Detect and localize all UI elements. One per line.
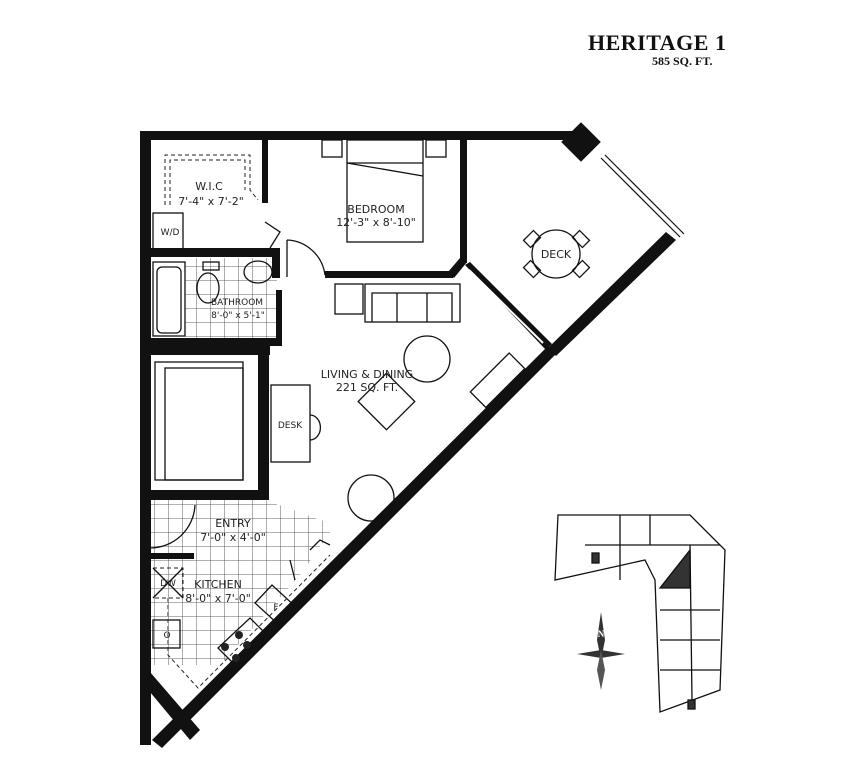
murphy-bed <box>154 361 244 481</box>
key-plan <box>554 514 726 713</box>
bathroom-label: BATHROOM <box>211 298 263 308</box>
living-dims: 221 SQ. FT. <box>336 381 398 394</box>
deck: DECK <box>522 229 591 279</box>
compass: N <box>577 612 625 690</box>
kitchen-label: KITCHEN <box>194 578 242 591</box>
compass-north-label: N <box>598 629 605 639</box>
bathroom-dims: 8'-0" x 5'-1" <box>211 311 265 321</box>
bedroom-dims: 12'-3" x 8'-10" <box>336 216 416 229</box>
fridge-label: F <box>273 603 278 613</box>
deck-label: DECK <box>541 248 572 261</box>
living-label: LIVING & DINING <box>321 368 413 381</box>
plan-area: 585 SQ. FT. <box>652 54 713 68</box>
bedroom-label: BEDROOM <box>347 203 404 216</box>
walk-in-closet: W/D W.I.C 7'-4" x 7'-2" <box>152 154 259 250</box>
kitchen-dims: 8'-0" x 7'-0" <box>185 592 251 605</box>
entry-dims: 7'-0" x 4'-0" <box>200 531 266 544</box>
plan-title: HERITAGE 1 <box>588 30 727 55</box>
washer-dryer-label: W/D <box>161 228 180 238</box>
bathroom: BATHROOM 8'-0" x 5'-1" <box>152 260 273 337</box>
windows <box>462 154 685 344</box>
desk-label: DESK <box>278 421 303 431</box>
entry-kitchen: ENTRY 7'-0" x 4'-0" DW KITCHEN 8'-0" x 7… <box>152 517 331 689</box>
living-dining: DESK LIVING & DINING 221 SQ. FT. <box>270 283 526 522</box>
dishwasher-label: DW <box>160 579 176 589</box>
doors[interactable] <box>149 221 326 549</box>
exterior-walls <box>140 122 676 748</box>
wic-dims: 7'-4" x 7'-2" <box>178 195 244 208</box>
oven-label: O <box>163 631 170 641</box>
entry-label: ENTRY <box>215 517 251 530</box>
bedroom: BEDROOM 12'-3" x 8'-10" <box>321 139 447 243</box>
wic-label: W.I.C <box>195 180 223 193</box>
